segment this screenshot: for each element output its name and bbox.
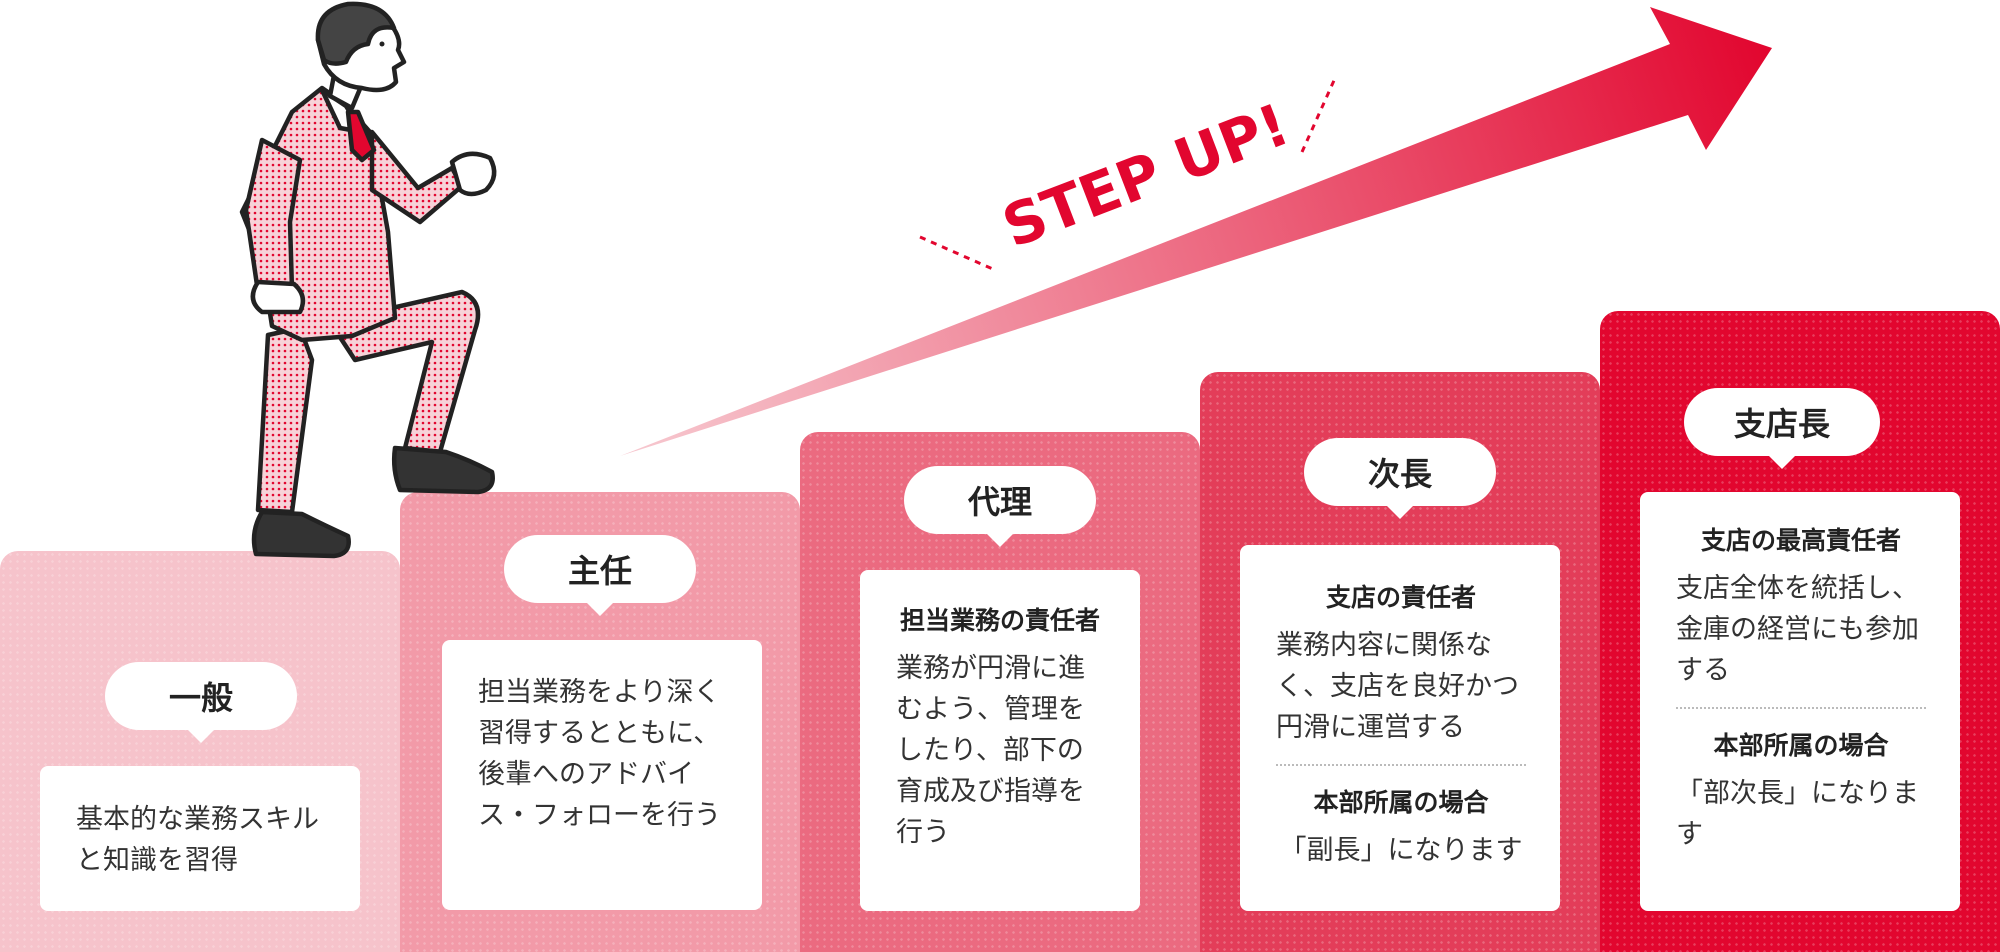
step-head-3: 担当業務の責任者 xyxy=(899,606,1100,635)
step-separator-5 xyxy=(1676,707,1926,709)
step-card-3: 担当業務の責任者 業務が円滑に進むよう、管理をしたり、部下の育成及び指導を行う xyxy=(860,570,1140,911)
step-subdesc-5: 「部次長」になります xyxy=(1676,778,1919,850)
step-title-2: 主任 xyxy=(504,535,696,616)
businessman-icon xyxy=(239,1,497,559)
step-card-1: 基本的な業務スキルと知識を習得 xyxy=(40,766,360,911)
step-head-4: 支店の責任者 xyxy=(1325,583,1476,612)
emphasis-line-right xyxy=(1300,75,1338,153)
step-desc-3: 業務が円滑に進むよう、管理をしたり、部下の育成及び指導を行う xyxy=(896,653,1085,848)
step-subhead-5: 本部所属の場合 xyxy=(1713,731,1889,760)
step-separator-4 xyxy=(1276,764,1526,766)
step-subhead-4: 本部所属の場合 xyxy=(1313,788,1489,817)
step-desc-2: 担当業務をより深く習得するとともに、後輩へのアドバイス・フォローを行う xyxy=(478,677,721,831)
step-card-2: 担当業務をより深く習得するとともに、後輩へのアドバイス・フォローを行う xyxy=(442,640,762,910)
step-card-5: 支店の最高責任者 支店全体を統括し、金庫の経営にも参加する 本部所属の場合 「部… xyxy=(1640,492,1960,911)
step-desc-1: 基本的な業務スキルと知識を習得 xyxy=(76,804,319,876)
step-title-3: 代理 xyxy=(904,466,1096,547)
step-title-1: 一般 xyxy=(105,662,297,743)
step-desc-5: 支店全体を統括し、金庫の経営にも参加する xyxy=(1676,573,1919,686)
step-card-4: 支店の責任者 業務内容に関係なく、支店を良好かつ円滑に運営する 本部所属の場合 … xyxy=(1240,545,1560,911)
emphasis-line-left xyxy=(919,235,996,272)
step-subdesc-4: 「副長」になります xyxy=(1279,835,1523,866)
step-head-5: 支店の最高責任者 xyxy=(1700,526,1901,555)
step-title-4: 次長 xyxy=(1304,438,1496,519)
step-title-5: 支店長 xyxy=(1684,388,1880,469)
step-up-arrow-icon xyxy=(620,7,1772,456)
step-desc-4: 業務内容に関係なく、支店を良好かつ円滑に運営する xyxy=(1276,630,1519,743)
